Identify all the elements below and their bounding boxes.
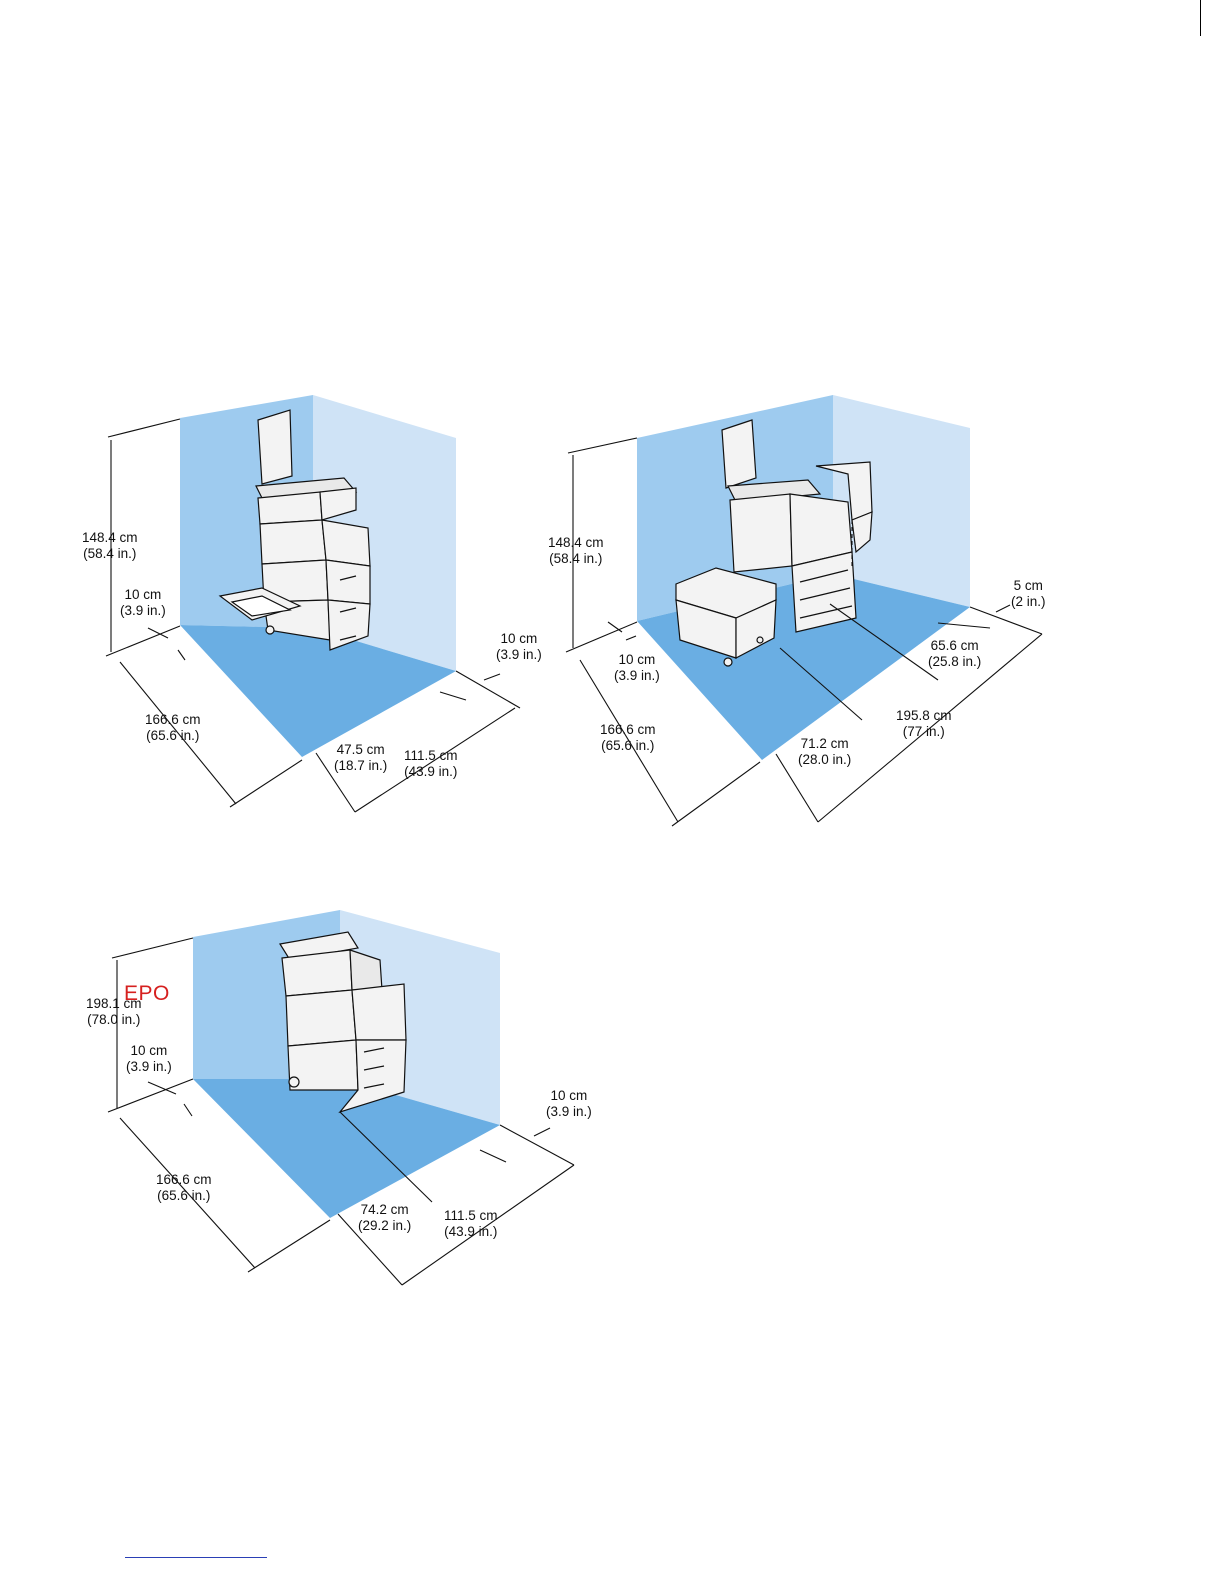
total-width-in: (43.9 in.)	[444, 1224, 498, 1239]
printer-illustration	[675, 419, 873, 667]
dimension-lines	[107, 937, 575, 1286]
clearance-diagram-finisher-drawing	[565, 395, 1043, 827]
left-clearance-cm: 10 cm	[124, 587, 162, 602]
left-clearance-label: 10 cm (3.9 in.)	[126, 1043, 172, 1075]
machine-width-in: (28.0 in.)	[798, 752, 852, 767]
depth-cm: 166.6 cm	[156, 1172, 212, 1187]
footer-link-underline[interactable]	[125, 1557, 267, 1558]
depth-in: (65.6 in.)	[157, 1188, 211, 1203]
clearance-diagram-tall-drawing	[107, 910, 575, 1286]
right-clearance-in: (3.9 in.)	[496, 647, 542, 662]
depth-label: 166.6 cm (65.6 in.)	[600, 722, 656, 754]
height-in: (78.0 in.)	[87, 1012, 141, 1027]
right-clearance-cm: 5 cm	[1013, 578, 1043, 593]
depth-cm: 166.6 cm	[600, 722, 656, 737]
left-clearance-in: (3.9 in.)	[120, 603, 166, 618]
machine-width-label: 47.5 cm (18.7 in.)	[334, 742, 387, 774]
height-in: (58.4 in.)	[549, 551, 603, 566]
machine-width-cm: 74.2 cm	[360, 1202, 409, 1217]
depth-label: 166.6 cm (65.6 in.)	[156, 1172, 212, 1204]
printer-illustration	[218, 409, 371, 651]
height-label: 198.1 cm (78.0 in.)	[86, 996, 142, 1028]
depth-in: (65.6 in.)	[601, 738, 655, 753]
page-edge-rule	[1200, 0, 1201, 36]
depth-in: (65.6 in.)	[146, 728, 200, 743]
total-width-label: 195.8 cm (77 in.)	[896, 708, 952, 740]
height-in: (58.4 in.)	[83, 546, 137, 561]
machine-width-label: 74.2 cm (29.2 in.)	[358, 1202, 411, 1234]
total-width-in: (43.9 in.)	[404, 764, 458, 779]
left-clearance-cm: 10 cm	[130, 1043, 168, 1058]
right-clearance-label: 5 cm (2 in.)	[1011, 578, 1046, 610]
depth-cm: 166.6 cm	[145, 712, 201, 727]
depth-label: 166.6 cm (65.6 in.)	[145, 712, 201, 744]
clearance-diagram-tall: EPO 198.1 cm (78.0 in.) 10 cm (3.9 in.) …	[0, 0, 620, 1300]
dimension-lines	[565, 437, 1043, 827]
machine-width-cm: 47.5 cm	[336, 742, 385, 757]
clearance-diagram-finisher: 148.4 cm (58.4 in.) 10 cm (3.9 in.) 5 cm…	[548, 395, 1046, 827]
machine-width-label: 71.2 cm (28.0 in.)	[798, 736, 851, 768]
left-clearance-label: 10 cm (3.9 in.)	[120, 587, 166, 619]
floor-area	[180, 625, 456, 757]
right-clearance-label: 10 cm (3.9 in.)	[496, 631, 542, 663]
left-clearance-label: 10 cm (3.9 in.)	[614, 652, 660, 684]
finisher-width-in: (25.8 in.)	[928, 654, 982, 669]
finisher-width-cm: 65.6 cm	[930, 638, 979, 653]
finisher-width-label: 65.6 cm (25.8 in.)	[928, 638, 981, 670]
height-cm: 148.4 cm	[82, 530, 138, 545]
clearance-diagram-standard: 148.4 cm (58.4 in.) 10 cm (3.9 in.) 10 c…	[0, 0, 620, 840]
total-width-label: 111.5 cm (43.9 in.)	[444, 1208, 498, 1240]
total-width-cm: 111.5 cm	[444, 1208, 498, 1223]
clearance-diagram-standard-drawing	[105, 395, 521, 813]
side-wall	[833, 395, 970, 607]
total-width-cm: 195.8 cm	[896, 708, 952, 723]
left-clearance-cm: 10 cm	[618, 652, 656, 667]
right-clearance-label: 10 cm (3.9 in.)	[546, 1088, 592, 1120]
right-clearance-cm: 10 cm	[550, 1088, 588, 1103]
total-width-label: 111.5 cm (43.9 in.)	[404, 748, 458, 780]
total-width-in: (77 in.)	[902, 724, 945, 739]
height-label: 148.4 cm (58.4 in.)	[548, 535, 604, 567]
epo-stamp: EPO	[124, 982, 170, 1005]
floor-area	[193, 1079, 500, 1218]
height-cm: 148.4 cm	[548, 535, 604, 550]
machine-width-in: (18.7 in.)	[334, 758, 388, 773]
total-width-cm: 111.5 cm	[404, 748, 458, 763]
left-clearance-in: (3.9 in.)	[126, 1059, 172, 1074]
height-label: 148.4 cm (58.4 in.)	[82, 530, 138, 562]
printer-illustration	[279, 931, 407, 1114]
machine-width-in: (29.2 in.)	[358, 1218, 412, 1233]
dimension-lines	[105, 418, 521, 813]
right-clearance-in: (2 in.)	[1011, 594, 1046, 609]
right-clearance-in: (3.9 in.)	[546, 1104, 592, 1119]
height-cm: 198.1 cm	[86, 996, 142, 1011]
right-clearance-cm: 10 cm	[500, 631, 538, 646]
left-clearance-in: (3.9 in.)	[614, 668, 660, 683]
machine-width-cm: 71.2 cm	[800, 736, 849, 751]
